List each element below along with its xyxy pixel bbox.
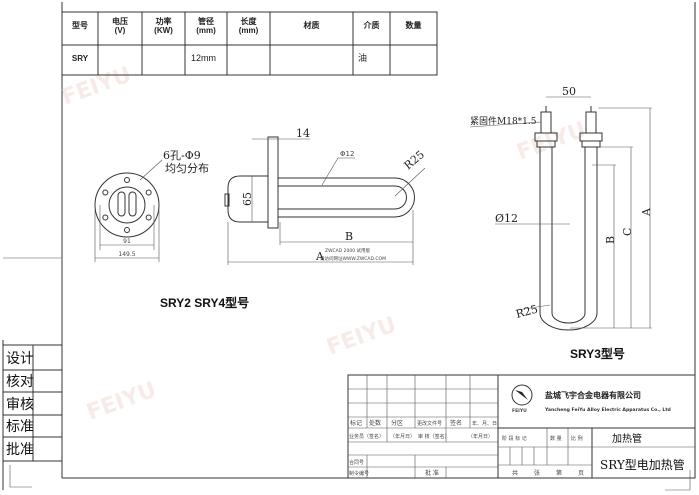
table-cell: 12mm xyxy=(191,53,216,63)
table-header: 材质 xyxy=(304,20,320,30)
tb-date: 年、月、日 xyxy=(472,420,497,427)
part-name: 加热管 xyxy=(612,432,642,445)
holes-note: 6孔-Φ9 xyxy=(163,149,201,162)
u-dim-c: C xyxy=(621,228,634,236)
table-header: 介质 xyxy=(363,20,380,30)
drawing-title: SRY型电加热管 xyxy=(600,457,685,472)
bolt-hole xyxy=(124,227,130,233)
tb-change-doc: 更改文件号 xyxy=(417,420,442,427)
tb-sales-date: （年月日） xyxy=(390,433,415,440)
tb-review-date: （年月日） xyxy=(468,433,493,440)
table-header: (KW) xyxy=(154,26,173,35)
dim-14: 14 xyxy=(296,127,310,140)
tb-count: 处数 xyxy=(369,419,381,427)
table-header: (V) xyxy=(115,26,126,35)
dim-65: 65 xyxy=(241,192,254,206)
table-header: 型号 xyxy=(72,20,88,30)
side-label-design: 设计 xyxy=(6,351,34,367)
dim-b: B xyxy=(345,230,353,243)
dim-91: 91 xyxy=(123,238,131,245)
tb-reviewer: 审 核（签名） xyxy=(418,433,450,440)
cad-note: ZWCAD 2000 试用版 xyxy=(325,247,371,254)
u-tube-diameter-label: Ø12 xyxy=(495,212,518,225)
bolt-hole xyxy=(145,214,152,221)
table-header: 电压 xyxy=(112,16,128,26)
side-label-approve: 批准 xyxy=(6,442,34,458)
tb-sheets: 张 xyxy=(534,469,540,477)
table-header: 长度 xyxy=(241,16,258,26)
company-name-en: Yancheng FeiYu Alloy Electric Apparatus … xyxy=(544,407,671,413)
fastener-label: 紧固件M18*1.5 xyxy=(470,115,537,127)
table-cell: SRY xyxy=(72,54,89,63)
bolt-hole xyxy=(145,189,152,196)
tb-scale: 比 例 xyxy=(571,435,583,442)
side-label-check: 核对 xyxy=(6,374,34,390)
tb-number: 第 xyxy=(556,469,562,477)
approval-side-panel: 设计 核对 审核 标准 批准 xyxy=(2,344,63,488)
table-header: (mm) xyxy=(239,26,259,35)
u-tube-radius-label: R25 xyxy=(514,303,539,321)
tb-order-no: 制令编号 xyxy=(349,470,369,477)
table-cell: 油 xyxy=(358,52,367,63)
dim-50: 50 xyxy=(562,85,576,98)
bolt-hole xyxy=(124,177,130,183)
company-logo-mark xyxy=(515,390,528,400)
dim-149-5: 149.5 xyxy=(118,251,135,258)
dim-a: A xyxy=(315,250,325,263)
title-block: 标记 处数 分区 更改文件号 签名 年、月、日 业务员（签名） （年月日） 审 … xyxy=(347,374,696,479)
tb-salesperson: 业务员（签名） xyxy=(349,433,384,440)
tb-sign: 签名 xyxy=(450,419,462,427)
u-dim-b: B xyxy=(604,236,617,244)
side-label-review: 审核 xyxy=(6,397,34,413)
tb-approve: 批 准 xyxy=(425,469,439,477)
table-header: 数量 xyxy=(406,20,422,30)
tb-zone: 分区 xyxy=(391,419,403,427)
cad-url-note: 请访问网址WWW.ZWCAD.COM xyxy=(320,255,386,262)
company-logo xyxy=(511,384,533,406)
u-dim-a: A xyxy=(640,207,653,217)
bolt-hole xyxy=(102,189,109,196)
bolt-hole xyxy=(102,214,109,221)
tb-stage-mark: 阶 段 标 记 xyxy=(502,435,527,442)
tb-mark: 标记 xyxy=(350,419,362,427)
holes-distribution-note: 均匀分布 xyxy=(165,162,209,175)
table-header: (mm) xyxy=(196,26,216,35)
svg-text:FEIYU: FEIYU xyxy=(59,63,135,111)
u-tube-view: 50 紧固件M18*1.5 Ø12 R25 A C B xyxy=(469,85,653,331)
svg-text:FEIYU: FEIYU xyxy=(84,378,160,426)
radius-label: R25 xyxy=(402,148,427,172)
flange-view: 91 149.5 6孔-Φ9 均匀分布 xyxy=(94,149,209,262)
company-name-cn: 盐城飞宇合金电器有限公司 xyxy=(545,390,641,400)
tb-page: 页 xyxy=(578,470,584,477)
tb-contract-no: 合同号 xyxy=(349,459,364,466)
caption-sry2-sry4: SRY2 SRY4型号 xyxy=(160,295,249,310)
side-view: 65 14 Φ12 R25 B A ZWCAD 2000 试用版 请访问网址WW… xyxy=(224,127,427,265)
tube-diameter-label: Φ12 xyxy=(340,150,354,158)
tb-quantity: 数 量 xyxy=(550,435,562,442)
table-header: 功率 xyxy=(156,16,172,26)
svg-text:FEIYU: FEIYU xyxy=(324,313,400,361)
caption-sry3: SRY3型号 xyxy=(570,346,625,361)
tb-total: 共 xyxy=(512,469,518,477)
logo-text: FEIYU xyxy=(512,408,527,414)
table-header: 管径 xyxy=(198,16,214,26)
side-label-standard: 标准 xyxy=(6,419,34,435)
